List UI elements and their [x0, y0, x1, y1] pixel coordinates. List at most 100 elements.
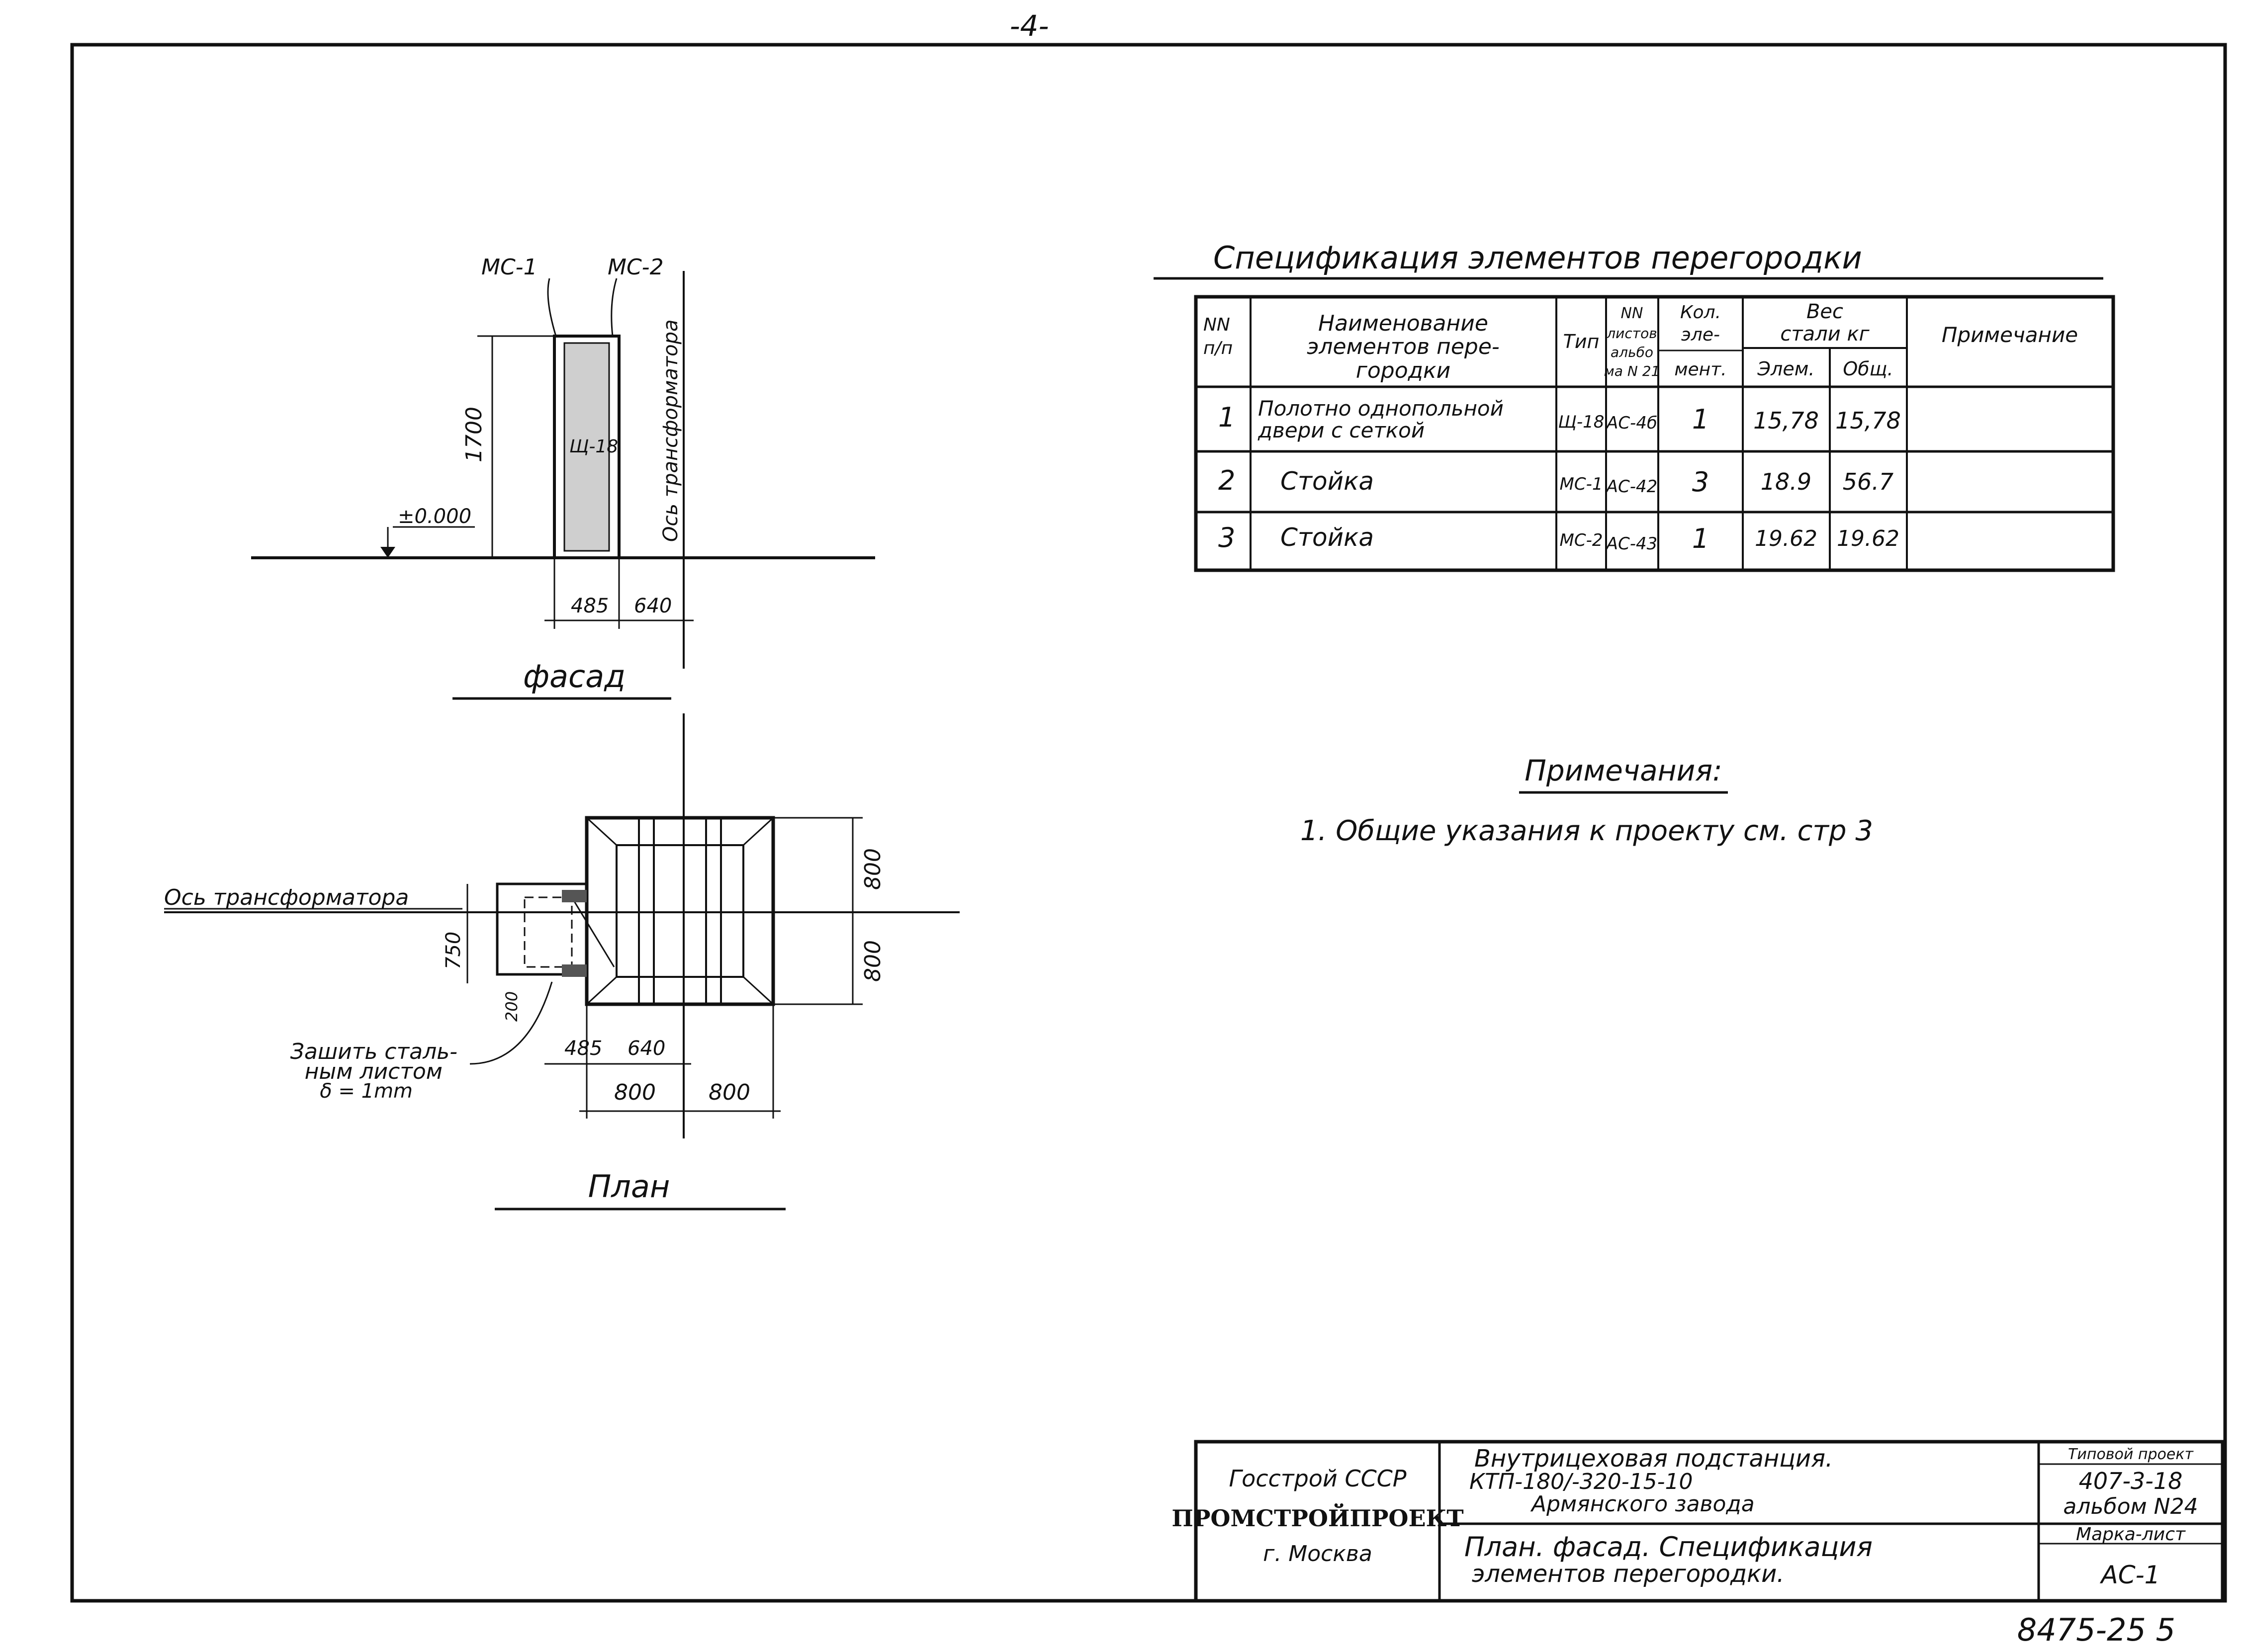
tb-right-2: 407-3-18 — [2079, 1468, 2183, 1494]
row3-qty: 1 — [1692, 523, 1709, 554]
plan-axis-label: Ось трансформатора — [164, 885, 409, 910]
row3-w-total: 19.62 — [1837, 526, 1899, 551]
hdr-num-2: п/п — [1203, 338, 1233, 358]
tb-org-2: ПРОМСТРОЙПРОЕКТ — [1171, 1503, 1463, 1532]
tb-sheet-title-1: План. фасад. Спецификация — [1464, 1531, 1873, 1563]
door-leaf-plan — [496, 882, 588, 976]
plan-b1: 800 — [614, 1080, 656, 1105]
hdr-qty-3: мент. — [1674, 359, 1726, 380]
mc2-leader — [611, 278, 618, 337]
row2-name: Стойка — [1280, 467, 1374, 496]
notes-block: Примечания: 1. Общие указания к проекту … — [1300, 754, 1873, 847]
title-block: Госстрой СССР ПРОМСТРОЙПРОЕКТ г. Москва … — [1171, 1440, 2225, 1603]
door-mesh-panel — [563, 342, 610, 552]
hdr-qty-2: эле- — [1681, 325, 1720, 345]
facade-w1: 485 — [571, 595, 609, 617]
plan-note-line-2: ным листом — [305, 1059, 443, 1084]
row3-sheet: АС-43 — [1606, 534, 1658, 554]
tb-sheet-title-2: элементов перегородки. — [1472, 1560, 1785, 1588]
post-right — [705, 817, 722, 1005]
bevel-br — [742, 976, 774, 1005]
facade-drawing: 1700 ±0.000 МС-1 МС-2 Щ-18 Ось трансформ… — [251, 255, 875, 700]
facade-title: фасад — [523, 658, 626, 695]
tb-project-1: Внутрицеховая подстанция. — [1474, 1445, 1833, 1473]
row3-w-elem: 19.62 — [1755, 526, 1817, 551]
hdr-type: Тип — [1563, 331, 1600, 352]
facade-w2: 640 — [634, 595, 672, 617]
tb-project-2: КТП-180/-320-15-10 — [1469, 1469, 1693, 1494]
post-left — [638, 817, 655, 1005]
hdr-sheets-4: ма N 21 — [1604, 363, 1660, 379]
note-leader — [469, 981, 553, 1065]
sheet-border — [70, 43, 2227, 1603]
tb-right-5: АС-1 — [2100, 1561, 2160, 1589]
row2-sheet: АС-42 — [1606, 477, 1658, 497]
row1-w-total: 15,78 — [1835, 407, 1901, 434]
plan-title: План — [588, 1168, 670, 1205]
tb-org-3: г. Москва — [1263, 1541, 1372, 1566]
row2-w-total: 56.7 — [1843, 468, 1893, 495]
page-number: -4- — [1010, 9, 1049, 43]
bevel-tr — [742, 817, 774, 846]
bevel-tl — [586, 817, 618, 846]
hdr-name-1: Наименование — [1318, 311, 1488, 336]
bevel-bl — [586, 976, 618, 1005]
row2-w-elem: 18.9 — [1761, 468, 1811, 495]
spec-title: Спецификация элементов перегородки — [1213, 240, 1862, 276]
row1-w-elem: 15,78 — [1753, 407, 1819, 434]
spec-table: Спецификация элементов перегородки NN п/… — [1154, 240, 2115, 572]
hdr-qty-1: Кол. — [1680, 302, 1721, 323]
row1-name-2: двери с сеткой — [1257, 418, 1425, 442]
title-block-border — [1194, 1440, 2225, 1603]
plan-note-line-1: Зашить сталь- — [290, 1039, 457, 1064]
plan-v-bottom: 800 — [860, 940, 886, 982]
door-hinge-bottom — [562, 964, 587, 977]
facade-door-frame — [553, 335, 621, 559]
plan-note-line-3: δ = 1mm — [320, 1080, 413, 1103]
mc1-label: МС-1 — [481, 255, 538, 280]
row2-type: МС-1 — [1560, 474, 1603, 494]
tb-right-4: Марка-лист — [2076, 1524, 2186, 1545]
row3-num: 3 — [1218, 522, 1235, 553]
tb-right-3: альбом N24 — [2063, 1494, 2198, 1519]
hdr-sheets-1: NN — [1621, 305, 1643, 322]
plan-w1: 485 — [564, 1037, 602, 1060]
hdr-note: Примечание — [1942, 323, 2078, 347]
door-mark: Щ-18 — [569, 436, 618, 457]
hdr-w-total: Общ. — [1843, 358, 1893, 380]
hdr-weight-2: стали кг — [1780, 323, 1870, 346]
level-arrow-icon — [380, 547, 395, 558]
hdr-w-elem: Элем. — [1757, 358, 1815, 380]
tb-right-1: Типовой проект — [2068, 1446, 2194, 1463]
door-diagonal — [571, 897, 615, 967]
tb-project-3: Армянского завода — [1530, 1491, 1755, 1517]
archive-stamp: 8475-25 5 — [2017, 1612, 2175, 1648]
row2-qty: 3 — [1692, 466, 1709, 498]
plan-b2: 800 — [709, 1080, 750, 1105]
row1-qty: 1 — [1692, 404, 1709, 435]
row1-sheet: АС-4б — [1606, 413, 1657, 433]
hdr-weight-1: Вес — [1806, 300, 1843, 323]
plan-v-top: 800 — [860, 848, 886, 890]
hdr-sheets-3: альбо — [1611, 344, 1653, 360]
height-dim-text: 1700 — [461, 407, 487, 462]
spec-table-border — [1194, 295, 2115, 572]
row2-num: 2 — [1218, 465, 1235, 496]
row1-name-1: Полотно однопольной — [1258, 396, 1504, 421]
hdr-name-3: городки — [1356, 358, 1450, 383]
facade-axis-label: Ось трансформатора — [659, 319, 682, 542]
level-text: ±0.000 — [398, 505, 471, 528]
plan-frame-inner — [616, 844, 744, 978]
plan-small-dim: 200 — [502, 991, 521, 1022]
plan-v-left: 750 — [442, 932, 465, 969]
tb-org-1: Госстрой СССР — [1229, 1465, 1406, 1492]
door-hinge-top — [562, 890, 587, 902]
row1-num: 1 — [1218, 402, 1235, 433]
hdr-sheets-2: листов — [1606, 325, 1657, 342]
notes-title: Примечания: — [1525, 754, 1722, 787]
row3-type: МС-2 — [1560, 530, 1603, 550]
hdr-name-2: элементов пере- — [1307, 334, 1500, 359]
row1-type: Щ-18 — [1558, 412, 1605, 432]
hdr-num-1: NN — [1203, 315, 1230, 335]
